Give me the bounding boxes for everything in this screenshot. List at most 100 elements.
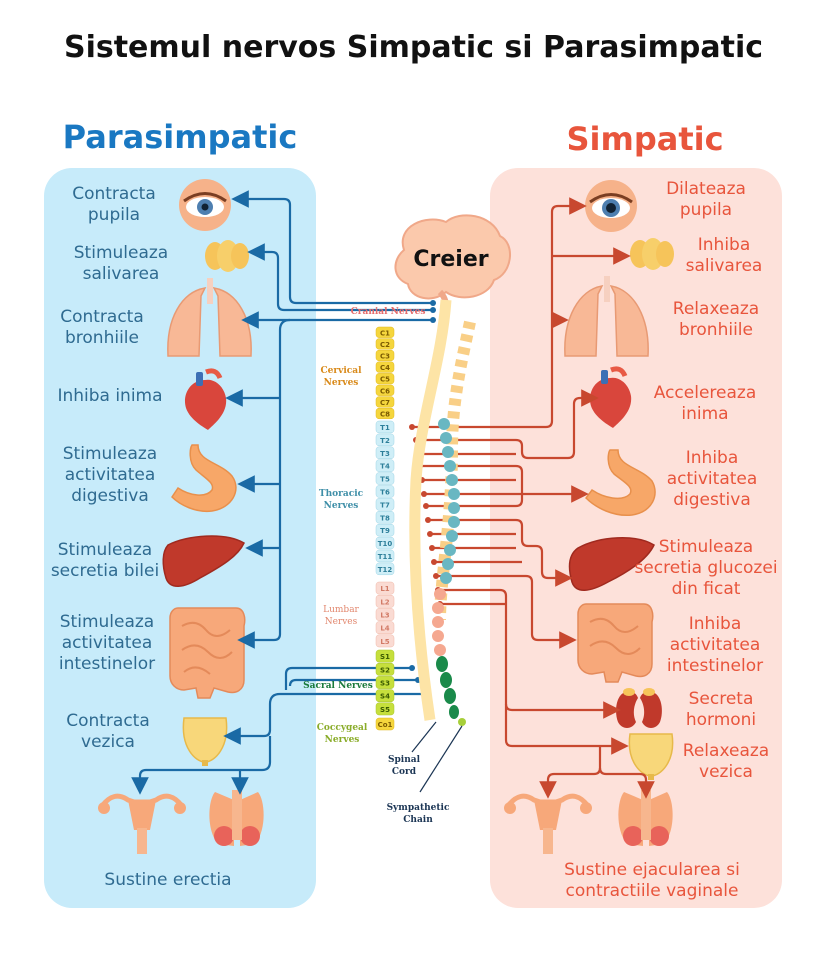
spinal-cord <box>409 299 452 721</box>
segment-label-t3: T3 <box>380 450 390 458</box>
segment-t11 <box>375 549 395 563</box>
label-sustine-erectia: Sustine erectia <box>104 870 232 890</box>
female-reproductive-icon <box>504 793 592 854</box>
intestines-icon <box>577 603 654 683</box>
label-contracta-pupila: Contracta pupila <box>72 184 156 225</box>
female-reproductive-icon <box>98 793 186 854</box>
segment-label-c2: C2 <box>380 341 390 349</box>
label-contracta-vezica: Contracta vezica <box>66 711 150 752</box>
male-reproductive-icon <box>209 790 264 846</box>
segment-label-t5: T5 <box>380 476 390 484</box>
cranial-nerves-label: Cranial Nerves <box>351 307 426 317</box>
label-relaxeaza-bronhiile: Relaxeaza bronhiile <box>672 299 760 340</box>
segment-label-c5: C5 <box>380 376 390 384</box>
sympathetic-heading: Simpatic <box>566 120 724 158</box>
label-relaxeaza-vezica: Relaxeaza vezica <box>682 741 770 782</box>
heart-icon <box>589 366 632 428</box>
liver-icon <box>162 535 245 587</box>
segment-t2 <box>375 433 395 447</box>
parasympathetic-nerves <box>131 190 433 795</box>
segment-label-t4: T4 <box>380 463 390 471</box>
segment-label-l1: L1 <box>380 585 389 593</box>
label-dilateaza-pupila: Dilateaza pupila <box>666 179 746 220</box>
eye-icon <box>585 180 637 232</box>
label-stimuleaza-secretia-bilei: Stimuleaza secretia bilei <box>50 540 160 581</box>
segment-c4 <box>375 361 395 373</box>
segment-label-t8: T8 <box>380 514 390 522</box>
segment-label-s3: S3 <box>380 680 390 688</box>
stomach-icon <box>171 444 237 513</box>
segment-label-t11: T11 <box>378 553 393 561</box>
segment-label-t2: T2 <box>380 437 390 445</box>
segment-t9 <box>375 523 395 537</box>
sacral-nerves-label: Sacral Nerves <box>303 681 373 691</box>
segment-label-s5: S5 <box>380 706 390 714</box>
segment-s4 <box>375 689 395 703</box>
bladder-icon <box>628 733 674 780</box>
label-inhiba-inima: Inhiba inima <box>57 386 163 406</box>
salivary-gland-icon <box>630 238 674 270</box>
segment-label-l5: L5 <box>380 638 389 646</box>
segment-t8 <box>375 511 395 524</box>
segment-label-l4: L4 <box>380 625 389 633</box>
segment-label-c3: C3 <box>380 353 390 361</box>
label-stimuleaza-secretia-glucozei: Stimuleaza secretia glucozei din ficat <box>634 537 778 599</box>
segment-label-c6: C6 <box>380 387 390 395</box>
lungs-icon <box>564 276 649 357</box>
segment-t12 <box>375 562 395 576</box>
parasympathetic-panel <box>44 168 316 908</box>
label-stimuleaza-salivarea: Stimuleaza salivarea <box>73 243 169 284</box>
segment-label-t10: T10 <box>378 540 393 548</box>
segment-l5 <box>375 634 395 648</box>
page-title: Sistemul nervos Simpatic si Parasimpatic <box>63 30 764 65</box>
bladder-icon <box>182 717 228 766</box>
segment-c2 <box>375 338 395 350</box>
eye-icon <box>179 179 231 231</box>
sympathetic-chain <box>432 418 466 726</box>
label-inhiba-salivarea: Inhiba salivarea <box>685 235 763 276</box>
segment-label-co1: Co1 <box>378 721 393 729</box>
segment-c8 <box>375 407 395 420</box>
salivary-gland-icon <box>205 240 249 272</box>
segment-l4 <box>375 621 395 635</box>
segment-label-s4: S4 <box>380 693 390 701</box>
label-inhiba-activitatea-intestinelor: Inhiba activitatea intestinelor <box>666 614 764 676</box>
sympathetic-nerves <box>412 197 655 799</box>
segment-s1 <box>375 649 395 663</box>
segment-l1 <box>375 581 395 595</box>
segment-c5 <box>375 373 395 385</box>
segment-label-c4: C4 <box>380 364 390 372</box>
segment-c1 <box>375 326 395 338</box>
segment-c3 <box>375 349 395 362</box>
segment-label-c8: C8 <box>380 411 390 419</box>
label-contracta-bronhiile: Contracta bronhiile <box>60 307 144 348</box>
stomach-icon <box>585 449 656 517</box>
segment-label-t12: T12 <box>378 566 393 574</box>
segment-label-c1: C1 <box>380 329 390 337</box>
segment-l3 <box>375 608 395 621</box>
segment-label-t6: T6 <box>380 488 390 496</box>
segment-label-s1: S1 <box>380 653 390 661</box>
label-inhiba-activitatea-digestiva: Inhiba activitatea digestiva <box>666 448 758 510</box>
segment-t4 <box>375 459 395 472</box>
segment-t5 <box>375 472 395 485</box>
segment-t1 <box>375 420 395 434</box>
label-sustine-ejacularea: Sustine ejacularea si contractiile vagin… <box>564 860 740 901</box>
segment-t10 <box>375 536 395 550</box>
lungs-icon <box>167 278 252 357</box>
segment-t3 <box>375 446 395 459</box>
coccygeal-segments: Co1 <box>375 717 395 731</box>
segment-s5 <box>375 702 395 716</box>
male-reproductive-icon <box>618 790 673 846</box>
segment-s2 <box>375 662 395 676</box>
label-stimuleaza-activitatea-digestiva: Stimuleaza activitatea digestiva <box>62 444 158 506</box>
